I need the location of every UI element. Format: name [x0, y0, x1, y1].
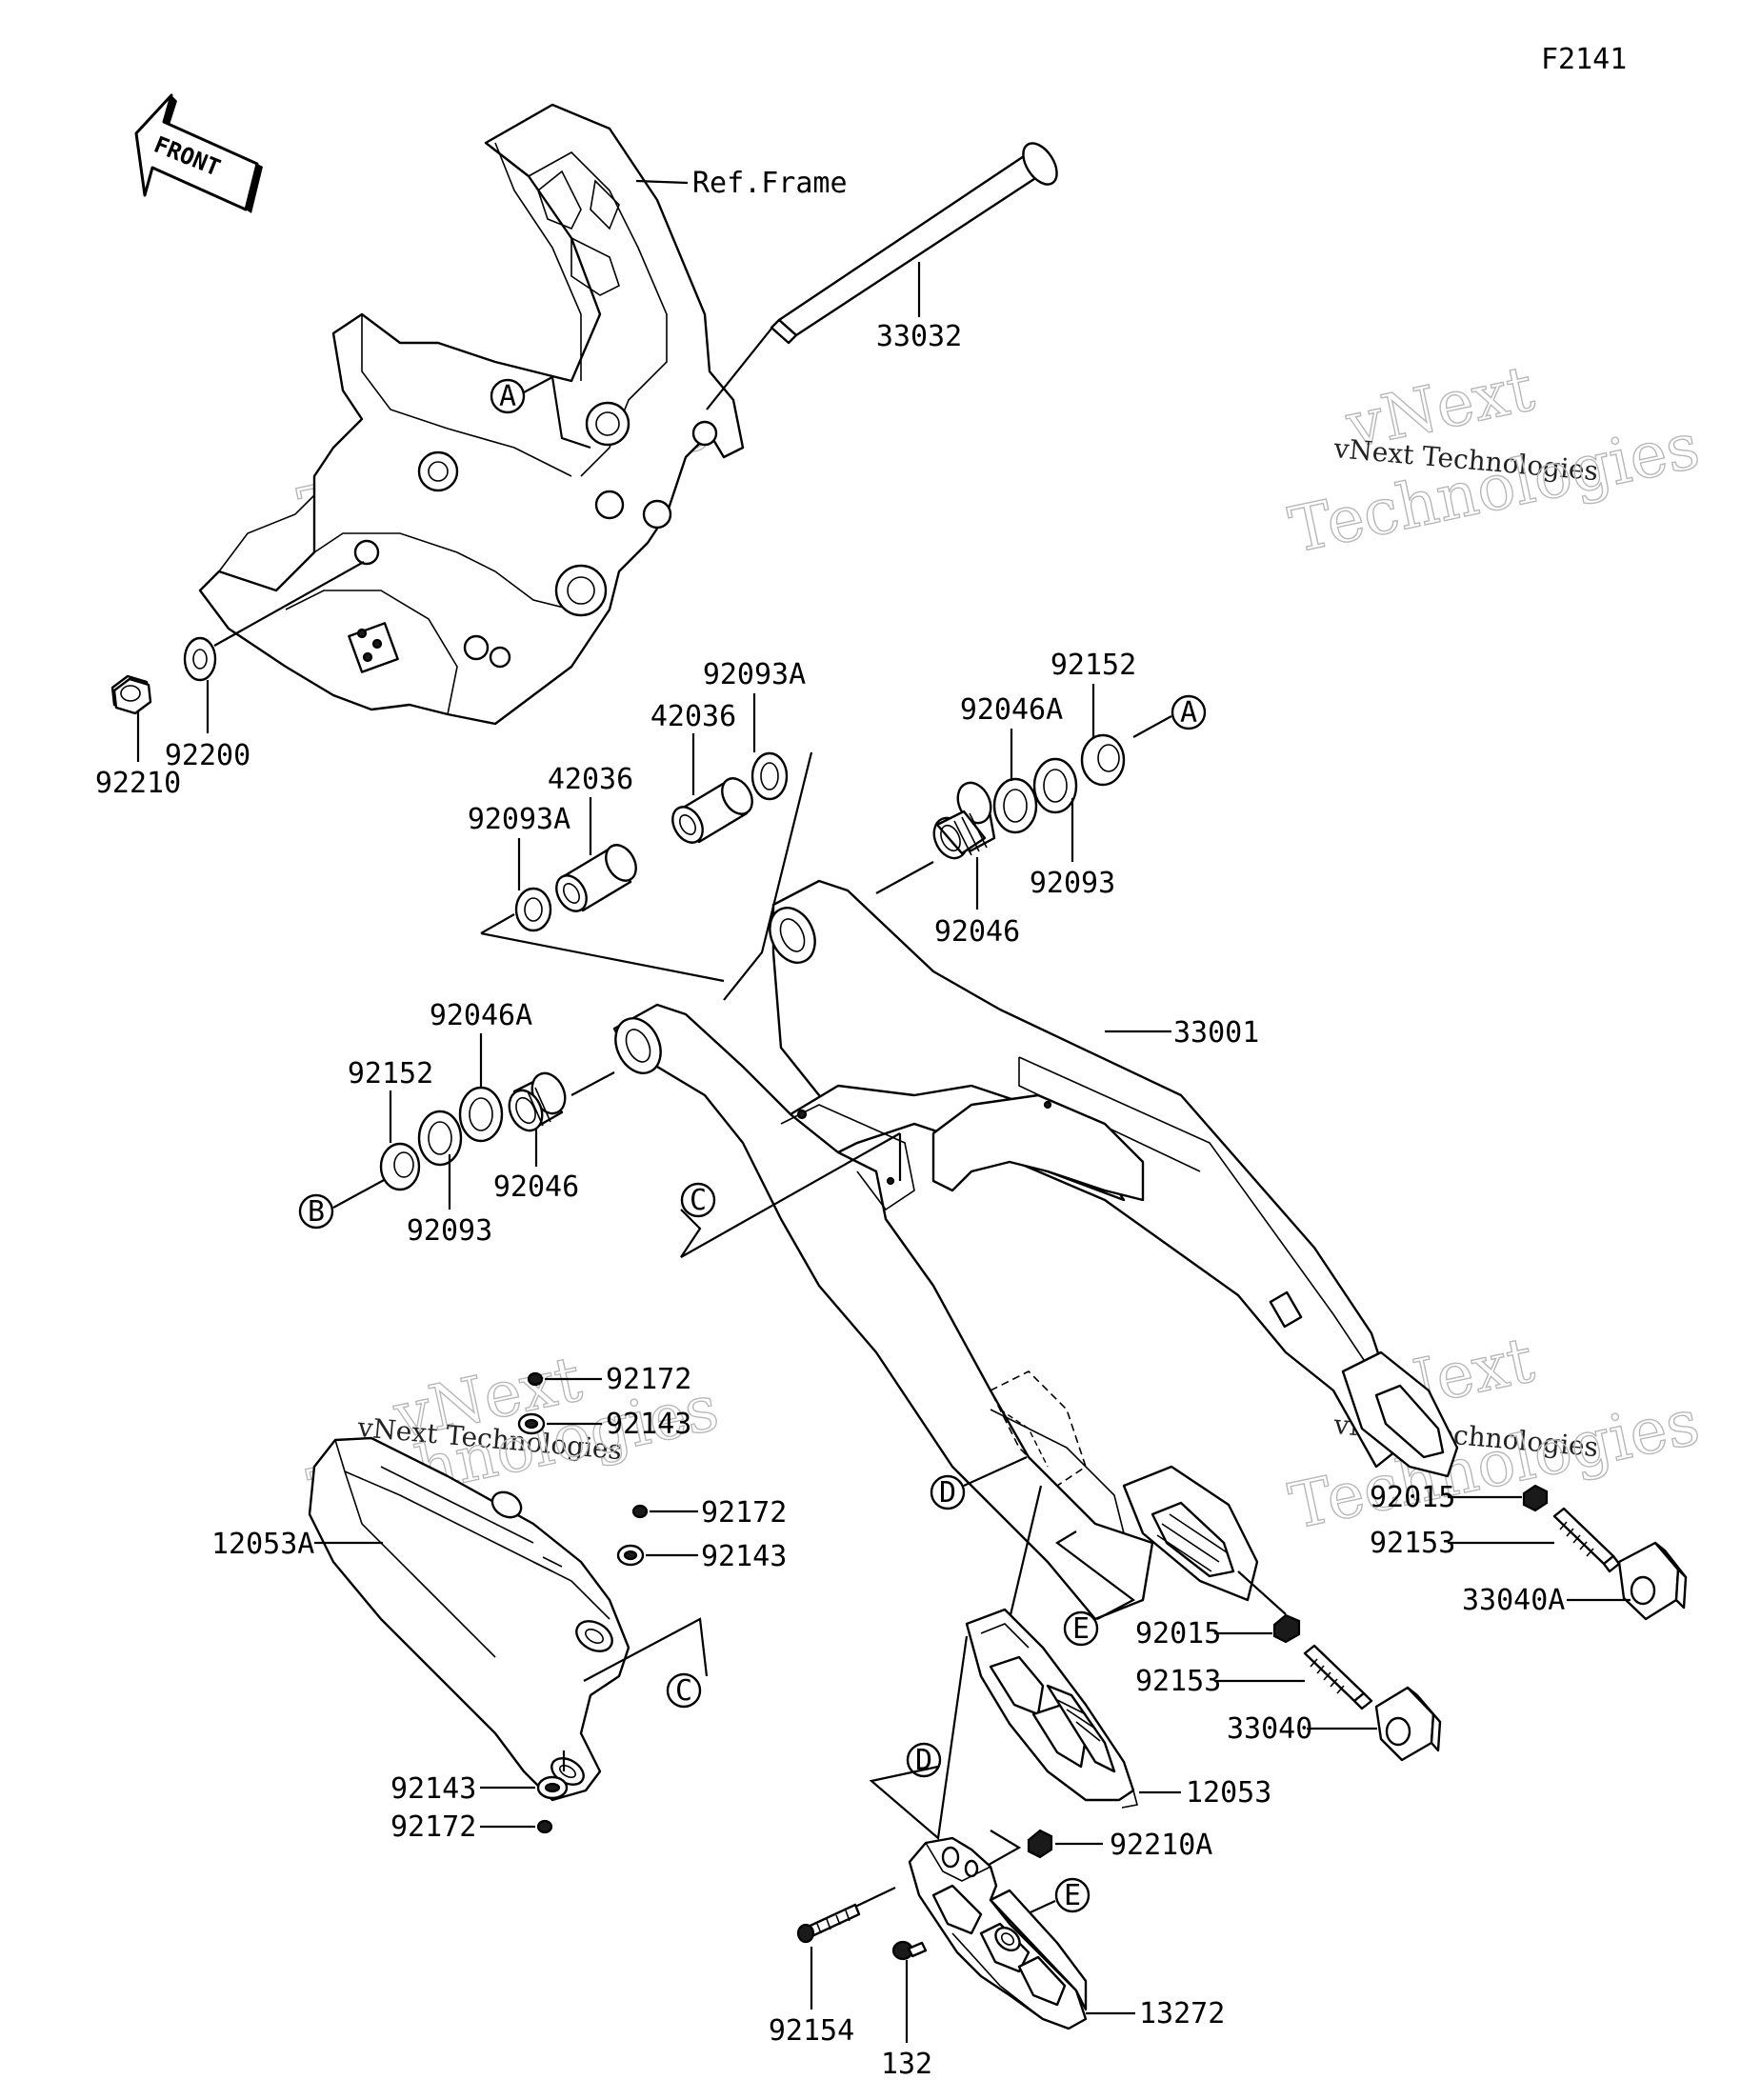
bolt-92172-b: [631, 1504, 649, 1519]
callout-92154: 92154: [769, 2014, 854, 2048]
bearing-92046-left: [508, 1071, 567, 1132]
nut-92210: [110, 674, 152, 715]
chain-guide-13272: [908, 1836, 1088, 2030]
bolt-92172-c: [536, 1819, 553, 1834]
seal-92093-left: [417, 1110, 463, 1167]
callout-92153-center: 92153: [1135, 1665, 1221, 1698]
bolt-92154: [796, 1903, 861, 1944]
watermark-right-top: vNext vNext Technologies Technologies: [1283, 350, 1707, 568]
nut-92210A: [1027, 1829, 1053, 1859]
sleeve-42036-mid: [555, 844, 637, 912]
svg-text:C: C: [690, 1184, 707, 1217]
callout-92143-c: 92143: [390, 1772, 476, 1806]
seal-92093-top: [1032, 757, 1078, 814]
sleeve-42036-top: [671, 777, 753, 844]
callout-92046-left: 92046: [493, 1170, 579, 1204]
seal-92093A-top: [750, 751, 789, 801]
callout-92210: 92210: [95, 767, 181, 800]
marker-c2: C: [666, 1672, 702, 1709]
marker-d1: D: [930, 1474, 966, 1510]
svg-text:D: D: [939, 1476, 956, 1510]
svg-text:E: E: [1064, 1879, 1081, 1912]
callout-42036-mid: 42036: [548, 763, 633, 796]
ref-marker-a1: A: [490, 378, 526, 414]
marker-c1: C: [680, 1182, 716, 1218]
callout-92046A-left: 92046A: [430, 999, 532, 1032]
callout-92172-a: 92172: [606, 1363, 691, 1396]
callout-12053: 12053: [1186, 1776, 1271, 1810]
collar-92152-top: [1080, 733, 1126, 787]
callout-ref-frame: Ref.Frame: [692, 167, 848, 200]
callout-92015-right: 92015: [1370, 1481, 1455, 1514]
washer-92143-c: [536, 1775, 569, 1800]
callout-33001: 33001: [1173, 1016, 1259, 1050]
svg-text:A: A: [499, 380, 516, 413]
callout-42036-top: 42036: [650, 700, 736, 733]
marker-e1: E: [1063, 1610, 1099, 1647]
callout-92143-a: 92143: [606, 1408, 691, 1441]
callout-92093A-top: 92093A: [703, 658, 806, 691]
adjuster-33040: [1374, 1686, 1442, 1762]
bearing-92046-top: [932, 781, 996, 860]
adjuster-33040A: [1617, 1541, 1688, 1621]
washer-92143-a: [517, 1412, 546, 1435]
seal-92093A-left: [514, 887, 552, 932]
callout-92172-c: 92172: [390, 1810, 476, 1844]
callout-92093A-left: 92093A: [468, 803, 570, 836]
screw-132: [891, 1940, 928, 1961]
callout-92143-b: 92143: [701, 1540, 787, 1573]
callout-92152-top: 92152: [1051, 649, 1136, 682]
callout-92093-left: 92093: [407, 1214, 492, 1248]
callout-92093-top: 92093: [1030, 867, 1115, 900]
marker-a2: A: [1171, 694, 1207, 730]
nut-92015-right: [1522, 1484, 1549, 1512]
callout-33040: 33040: [1227, 1712, 1312, 1746]
figure-code: F2141: [1541, 43, 1627, 76]
swingarm-33001: [612, 879, 1459, 1621]
bolt-92172-a: [527, 1371, 544, 1387]
pivot-shaft-33032: [770, 142, 1058, 345]
seal-92046A-left: [458, 1086, 504, 1143]
marker-e2: E: [1054, 1877, 1091, 1913]
callout-33032: 33032: [876, 320, 962, 353]
svg-text:C: C: [675, 1674, 692, 1708]
svg-text:B: B: [308, 1195, 325, 1229]
chain-guide-12053: [965, 1608, 1138, 1809]
svg-text:A: A: [1180, 696, 1197, 730]
callout-33040A: 33040A: [1462, 1584, 1565, 1617]
callout-92210A: 92210A: [1110, 1829, 1212, 1862]
frame-drawing: [198, 103, 745, 726]
callout-92200: 92200: [165, 739, 250, 772]
callout-12053A: 12053A: [211, 1528, 314, 1561]
washer-92200: [183, 636, 217, 682]
callout-92015-center: 92015: [1135, 1617, 1221, 1650]
callout-92153-right: 92153: [1370, 1527, 1455, 1560]
callout-92152-left: 92152: [348, 1057, 433, 1090]
svg-text:E: E: [1072, 1612, 1090, 1646]
callout-13272: 13272: [1139, 1997, 1225, 2030]
callout-132: 132: [881, 2048, 932, 2081]
bolt-92153-right: [1552, 1507, 1621, 1573]
collar-92152-left: [379, 1142, 421, 1191]
svg-text:D: D: [915, 1744, 932, 1777]
nut-92015-center: [1272, 1613, 1301, 1644]
chain-slider-12053A: [308, 1436, 630, 1802]
callout-92046-top: 92046: [934, 915, 1020, 949]
washer-92143-b: [616, 1544, 645, 1567]
callout-92172-b: 92172: [701, 1496, 787, 1530]
callout-92046A-top: 92046A: [960, 693, 1063, 727]
bolt-92153-center: [1303, 1644, 1373, 1710]
front-arrow-icon: FRONT: [134, 93, 263, 213]
seal-92046A-top: [992, 777, 1038, 834]
marker-b: B: [298, 1193, 334, 1230]
